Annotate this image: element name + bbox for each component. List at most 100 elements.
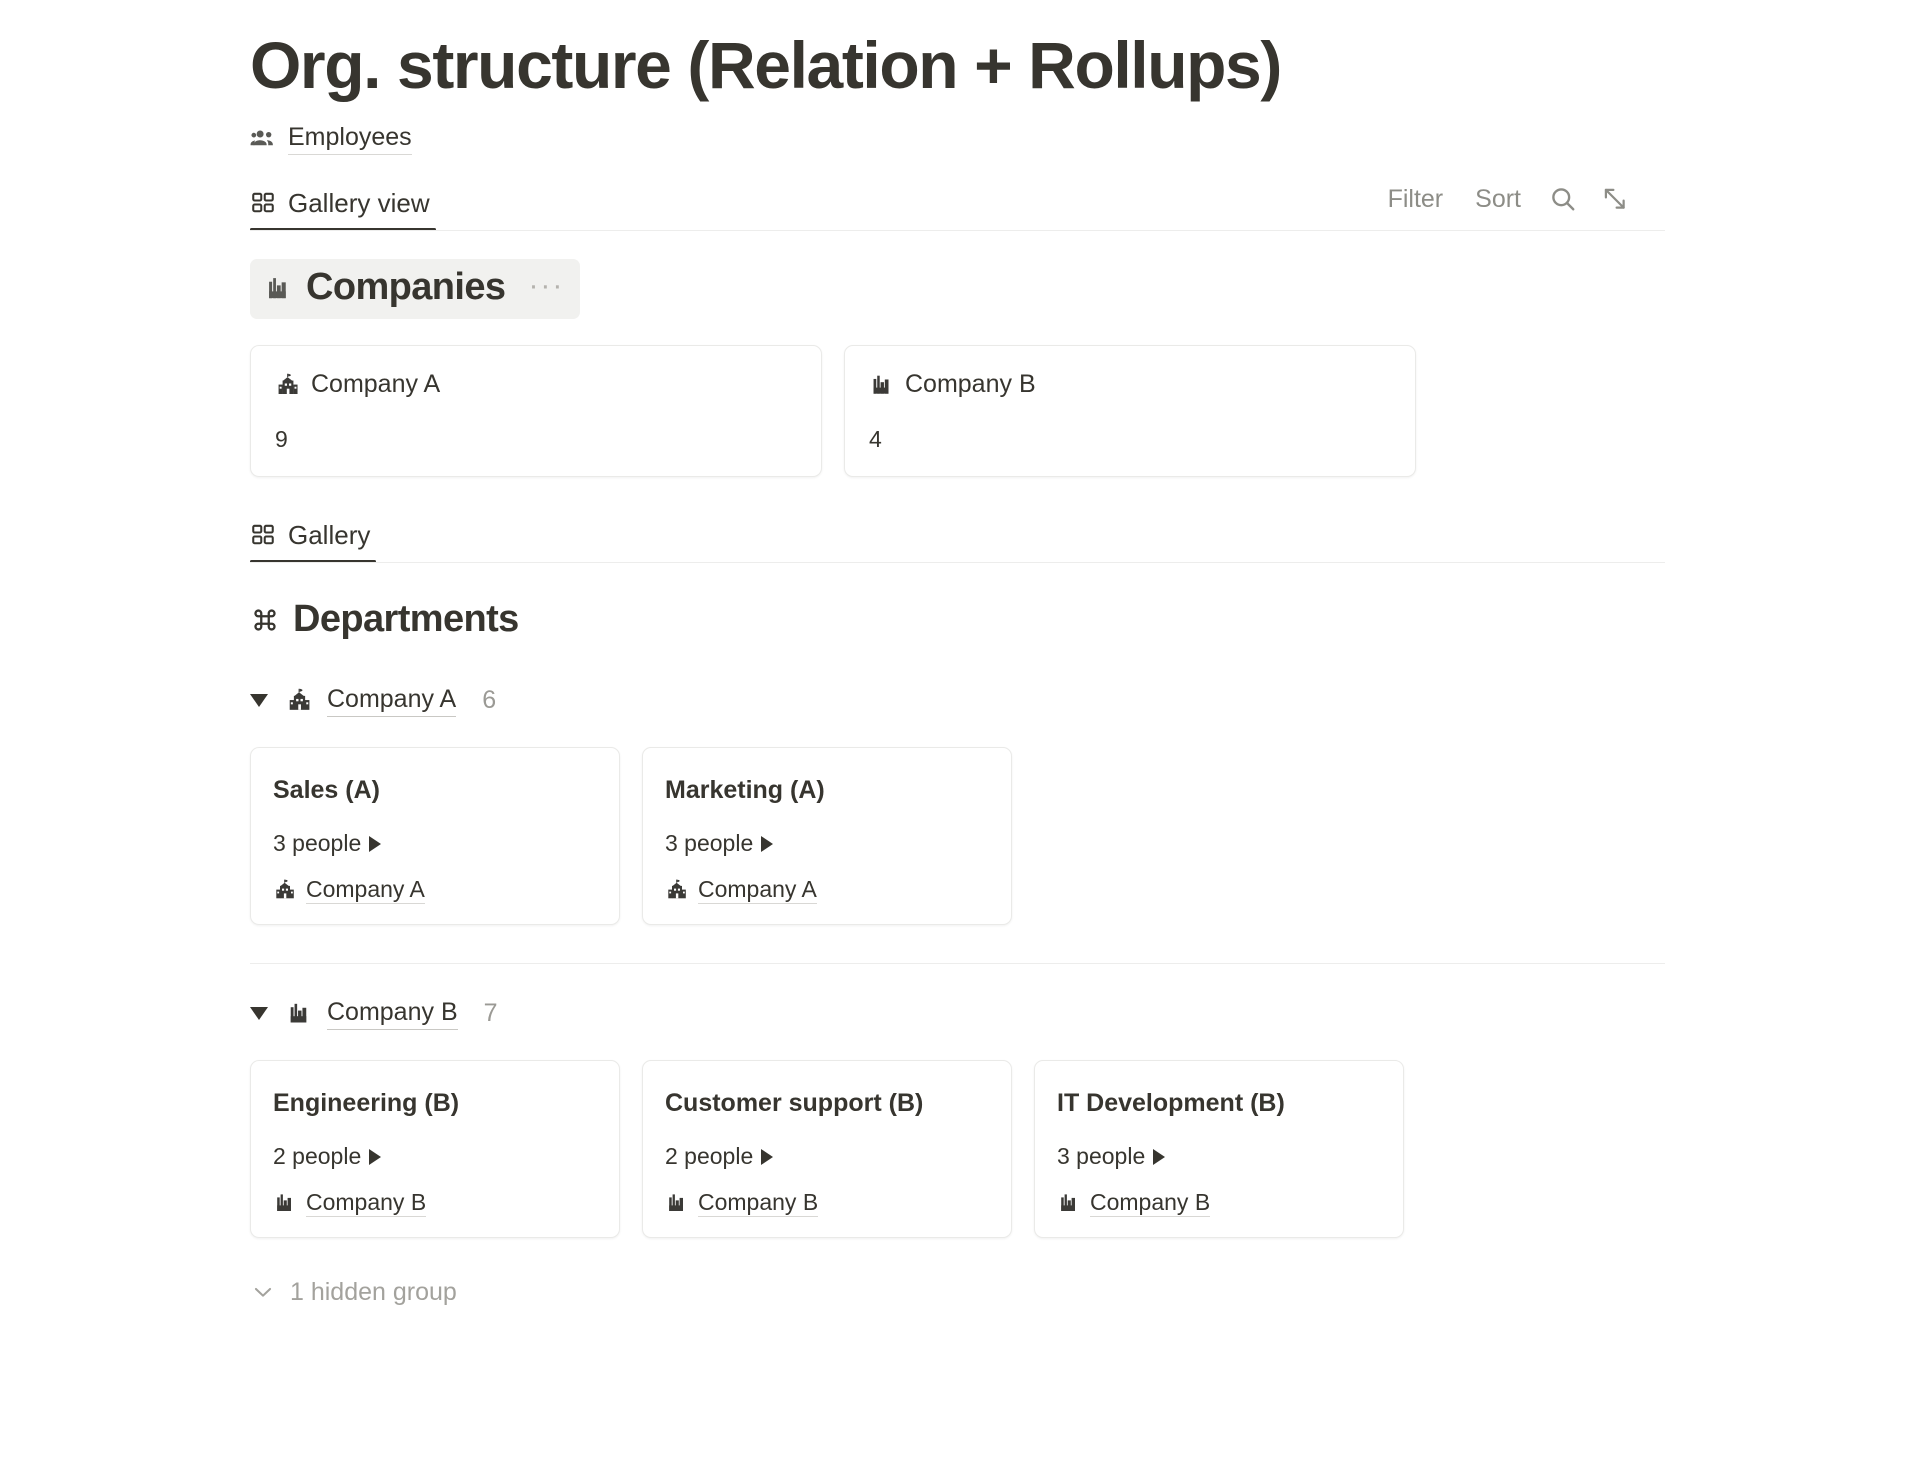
department-card-people: 2 people (665, 1143, 985, 1171)
view-toolbar: Gallery view Filter Sort (250, 175, 1665, 232)
department-card-row-company-b: Engineering (B) 2 people (250, 1059, 1665, 1238)
department-card-people: 2 people (273, 1143, 593, 1171)
department-card-relation[interactable]: Company B (273, 1189, 427, 1218)
tab-gallery-view[interactable]: Gallery view (250, 175, 446, 232)
filter-button[interactable]: Filter (1387, 184, 1444, 213)
department-card-relation-label: Company A (698, 876, 817, 905)
department-card-title: Customer support (B) (665, 1088, 924, 1117)
department-card-people-label: 3 people (1057, 1143, 1146, 1170)
tab-active-indicator (250, 560, 377, 564)
departments-view-toolbar: Gallery (250, 507, 1665, 564)
department-card-relation[interactable]: Company B (665, 1189, 819, 1218)
departments-heading-row: Departments (250, 591, 1665, 651)
department-card-title: IT Development (B) (1057, 1088, 1285, 1117)
department-card-relation-label: Company B (698, 1189, 819, 1218)
school-building-icon (286, 687, 313, 714)
group-name-label[interactable]: Company A (327, 685, 457, 717)
search-icon[interactable] (1537, 177, 1589, 221)
departments-view-actions (1641, 507, 1665, 555)
department-card-people: 3 people (665, 830, 985, 858)
people-group-icon (250, 125, 277, 152)
play-triangle-icon[interactable] (369, 1148, 382, 1165)
department-card-people-label: 2 people (665, 1143, 754, 1170)
departments-view-tabs: Gallery (250, 507, 386, 564)
companies-heading-title: Companies (306, 266, 506, 309)
tab-gallery-label: Gallery (288, 520, 371, 551)
company-card-title: Company B (905, 370, 1036, 399)
gallery-grid-icon (250, 190, 276, 216)
group-count: 6 (482, 686, 497, 715)
department-card-title: Engineering (B) (273, 1088, 460, 1117)
factory-building-icon (264, 274, 293, 303)
company-card-title-row: Company B (869, 369, 1391, 400)
department-card-relation-label: Company A (306, 876, 425, 905)
department-card[interactable]: Customer support (B) 2 people (642, 1059, 1012, 1238)
factory-building-icon (286, 1000, 313, 1027)
companies-heading-chip[interactable]: Companies ··· (250, 259, 581, 320)
play-triangle-icon[interactable] (761, 835, 774, 852)
department-card-people-label: 2 people (273, 1143, 362, 1170)
factory-building-icon (665, 1191, 689, 1215)
department-card-title: Sales (A) (273, 775, 380, 804)
companies-heading-row: Companies ··· (250, 259, 1665, 320)
gallery-grid-icon (250, 522, 276, 548)
company-card-count: 9 (275, 426, 288, 453)
group-collapse-toggle-icon[interactable] (250, 694, 268, 708)
company-card-count: 4 (869, 426, 882, 453)
view-actions: Filter Sort (1372, 175, 1665, 223)
department-card-relation-label: Company B (1090, 1189, 1211, 1218)
expand-diagonal-icon[interactable] (1589, 177, 1641, 221)
department-card-row-company-a: Sales (A) 3 people (250, 746, 1665, 925)
tab-gallery[interactable]: Gallery (250, 507, 386, 564)
department-card-people-label: 3 people (273, 830, 362, 857)
department-card-people-label: 3 people (665, 830, 754, 857)
group-collapse-toggle-icon[interactable] (250, 1007, 268, 1021)
factory-building-icon (869, 372, 895, 398)
factory-building-icon (273, 1191, 297, 1215)
departments-heading-chip[interactable]: Departments (250, 591, 535, 651)
company-card[interactable]: Company A 9 (250, 345, 822, 478)
school-building-icon (665, 878, 689, 902)
department-card-relation[interactable]: Company B (1057, 1189, 1211, 1218)
tab-active-indicator (250, 228, 436, 232)
page-content: Org. structure (Relation + Rollups) Empl… (250, 0, 1665, 1310)
group-count: 7 (483, 999, 498, 1028)
department-card-people: 3 people (1057, 1143, 1377, 1171)
play-triangle-icon[interactable] (369, 835, 382, 852)
department-card-relation[interactable]: Company A (665, 876, 817, 905)
group-divider (250, 962, 1665, 964)
view-tabs: Gallery view (250, 175, 446, 232)
department-card[interactable]: IT Development (B) 3 people (1034, 1059, 1404, 1238)
department-card-people: 3 people (273, 830, 593, 858)
department-card[interactable]: Engineering (B) 2 people (250, 1059, 620, 1238)
company-card-title: Company A (311, 370, 441, 399)
sort-button[interactable]: Sort (1475, 184, 1521, 213)
factory-building-icon (1057, 1191, 1081, 1215)
hidden-group-toggle[interactable]: 1 hidden group (250, 1278, 457, 1307)
school-building-icon (273, 878, 297, 902)
department-card[interactable]: Sales (A) 3 people (250, 746, 620, 925)
department-card[interactable]: Marketing (A) 3 people (642, 746, 1012, 925)
command-icon (250, 605, 280, 635)
play-triangle-icon[interactable] (761, 1148, 774, 1165)
companies-card-row: Company A 9 Company B (250, 345, 1665, 478)
source-link-label: Employees (288, 122, 412, 155)
group-header-company-b[interactable]: Company B 7 (250, 994, 1665, 1034)
hidden-group-label: 1 hidden group (290, 1277, 457, 1306)
company-card-title-row: Company A (275, 369, 797, 400)
companies-heading-menu[interactable]: ··· (528, 269, 565, 303)
page-title: Org. structure (Relation + Rollups) (250, 28, 1282, 102)
group-header-company-a[interactable]: Company A 6 (250, 681, 1665, 721)
source-link-employees[interactable]: Employees (250, 122, 412, 155)
play-triangle-icon[interactable] (1153, 1148, 1166, 1165)
group-name-label[interactable]: Company B (327, 998, 458, 1030)
departments-heading-title: Departments (293, 598, 519, 641)
department-card-title: Marketing (A) (665, 775, 825, 804)
tab-gallery-view-label: Gallery view (288, 188, 430, 219)
source-row: Employees (250, 121, 1665, 155)
chevron-down-icon (250, 1279, 276, 1305)
company-card[interactable]: Company B 4 (844, 345, 1416, 478)
department-card-relation[interactable]: Company A (273, 876, 425, 905)
school-building-icon (275, 372, 301, 398)
